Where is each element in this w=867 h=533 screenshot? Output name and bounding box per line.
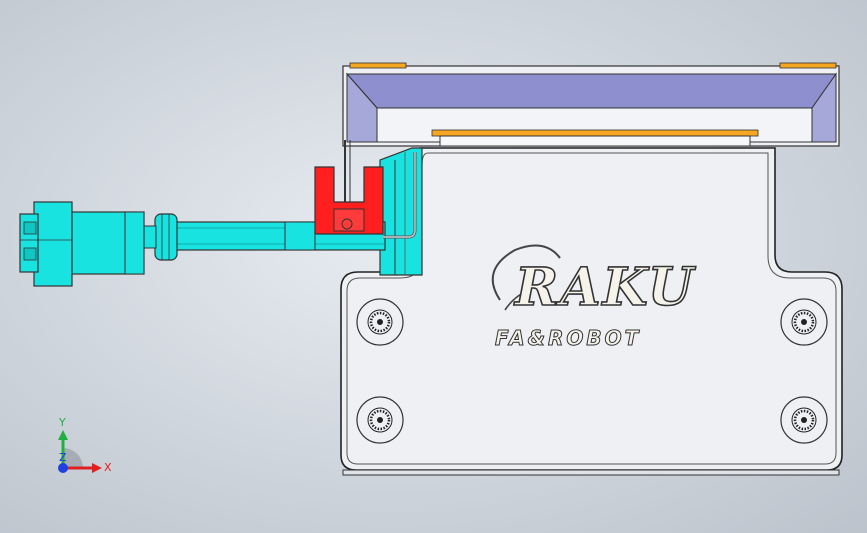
top-pad-right: [779, 62, 837, 69]
axis-x-label: X: [104, 461, 112, 474]
sensor-bracket: [314, 140, 417, 239]
bolt-bottom-left-icon: [356, 396, 404, 444]
top-plate: [342, 62, 840, 147]
logo-brand: RAKU: [513, 257, 696, 318]
axis-y-label: Y: [58, 416, 66, 429]
axis-z-label: Z: [59, 451, 67, 464]
main-body: [340, 147, 843, 476]
raku-logo: RAKU FA&ROBOT: [491, 244, 696, 351]
bolt-top-left-icon: [356, 298, 404, 346]
bolt-bottom-right-icon: [780, 396, 828, 444]
bolt-top-right-icon: [780, 298, 828, 346]
coordinate-triad[interactable]: Y X Z: [58, 416, 112, 474]
cyan-wedge: [379, 147, 423, 276]
cable-connector: [19, 201, 386, 287]
top-pad-left: [349, 62, 407, 69]
logo-tagline: FA&ROBOT: [495, 326, 641, 350]
mid-pad: [431, 129, 759, 137]
